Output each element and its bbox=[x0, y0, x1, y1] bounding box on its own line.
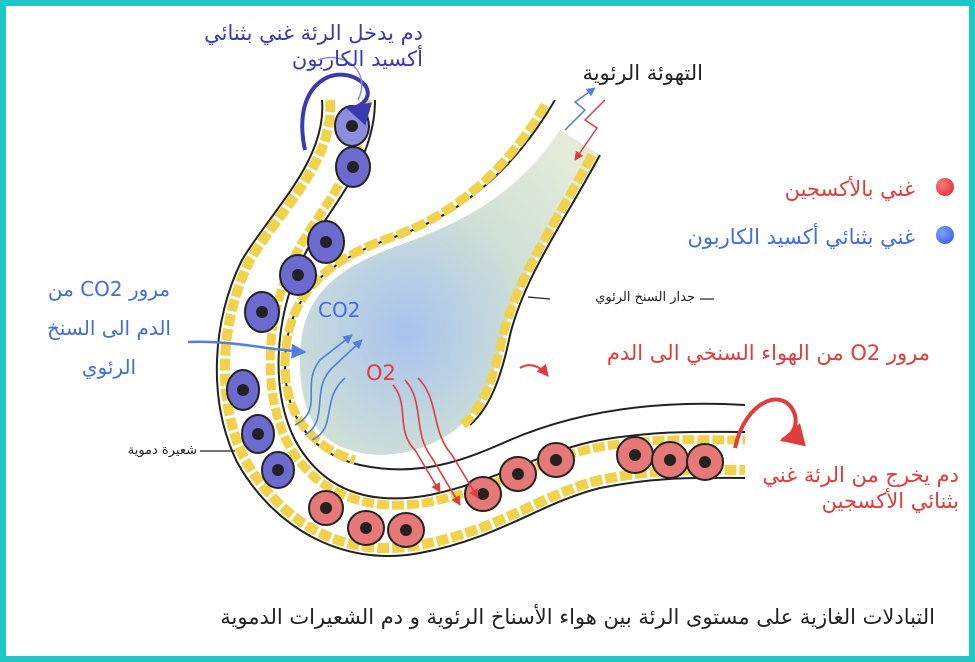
capillary-label: شعيرة دموية bbox=[128, 443, 197, 459]
diagram-caption: التبادلات الغازية على مستوى الرئة بين هو… bbox=[220, 604, 935, 630]
blood-out-label: دم يخرج من الرئة غني بثنائي الأكسجين bbox=[762, 462, 959, 515]
blood-in-line2: أكسيد الكاربون bbox=[204, 46, 423, 72]
legend-oxygen-label: غني بالأكسجين bbox=[785, 176, 915, 202]
alveolar-wall-label: جدار السنخ الرئوي bbox=[595, 290, 695, 306]
blood-in-label: دم يدخل الرئة غني بثنائي أكسيد الكاربون bbox=[204, 20, 423, 73]
blue-dot-icon bbox=[936, 226, 954, 244]
blood-out-line1: دم يخرج من الرئة غني bbox=[762, 462, 959, 488]
co2-pass-label: مرور CO2 من الدم الى السنخ الرئوي bbox=[24, 270, 194, 387]
alveolar-wall-pointer bbox=[528, 297, 550, 299]
co2-tag: CO2 bbox=[318, 298, 360, 323]
blood-out-line2: بثنائي الأكسجين bbox=[762, 488, 959, 514]
blood-in-line1: دم يدخل الرئة غني بثنائي bbox=[204, 20, 423, 46]
co2-pass-line2: الدم الى السنخ bbox=[24, 309, 194, 348]
ventilation-label: التهوئة الرئوية bbox=[583, 60, 704, 86]
o2-pass-arrow bbox=[520, 365, 548, 376]
co2-pass-line3: الرئوي bbox=[24, 348, 194, 387]
legend-co2-label: غني بثنائي أكسيد الكاربون bbox=[687, 224, 915, 250]
o2-tag: O2 bbox=[366, 360, 396, 386]
red-dot-icon bbox=[936, 178, 954, 196]
o2-pass-label: مرور O2 من الهواء السنخي الى الدم bbox=[607, 340, 930, 366]
co2-pass-line1: مرور CO2 من bbox=[24, 270, 194, 309]
